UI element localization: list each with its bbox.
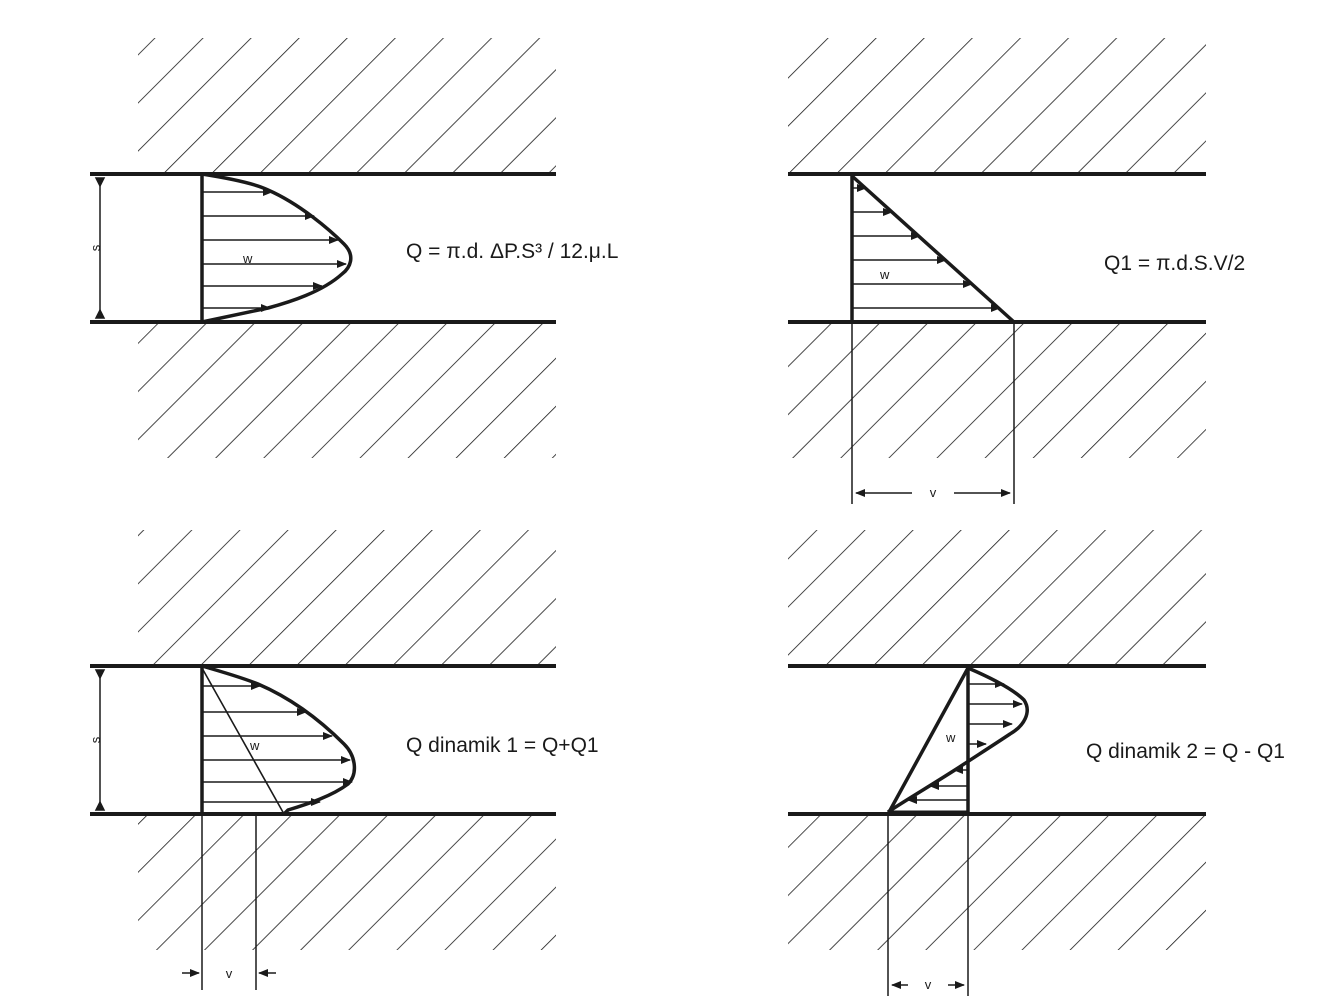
panel-bottom-left: s w Q dinamik 1 = Q+Q1 v [88,530,599,990]
formula-q: Q = π.d. ΔP.S³ / 12.μ.L [406,240,618,263]
lower-wall-hatch [138,322,556,458]
upper-wall-hatch [138,530,556,666]
velocity-dimension [182,814,276,990]
gap-label: s [88,736,103,743]
profile-label: w [879,267,890,282]
formula-q1: Q1 = π.d.S.V/2 [1104,252,1245,275]
formula-q-dinamik-2: Q dinamik 2 = Q - Q1 [1086,740,1285,763]
gap-dimension [94,177,106,319]
gap-label: s [88,244,103,251]
opposed-flow-profile [886,666,1029,815]
drag-flow-profile [850,174,1016,324]
upper-wall-hatch [788,530,1206,666]
velocity-label: v [930,485,937,500]
lower-wall-hatch [788,814,1206,950]
pressure-flow-profile [200,172,353,324]
profile-label: w [249,738,260,753]
lower-wall-hatch [788,322,1206,458]
profile-label: w [242,251,253,266]
velocity-dimension [851,322,1015,504]
profile-label: w [945,730,956,745]
lower-wall-hatch [138,814,556,950]
gap-dimension [94,669,106,811]
panel-top-left: s w Q = π.d. ΔP.S³ / 12.μ.L [88,38,618,458]
panel-top-right: w Q1 = π.d.S.V/2 v [788,38,1245,504]
velocity-label: v [226,966,233,981]
formula-q-dinamik-1: Q dinamik 1 = Q+Q1 [406,734,599,757]
upper-wall-hatch [788,38,1206,174]
velocity-dimension [887,814,969,996]
upper-wall-hatch [138,38,556,174]
velocity-label: v [925,977,932,992]
panel-bottom-right: w Q dinamik 2 = Q - Q1 v [788,530,1285,996]
combined-flow-profile [200,664,357,816]
